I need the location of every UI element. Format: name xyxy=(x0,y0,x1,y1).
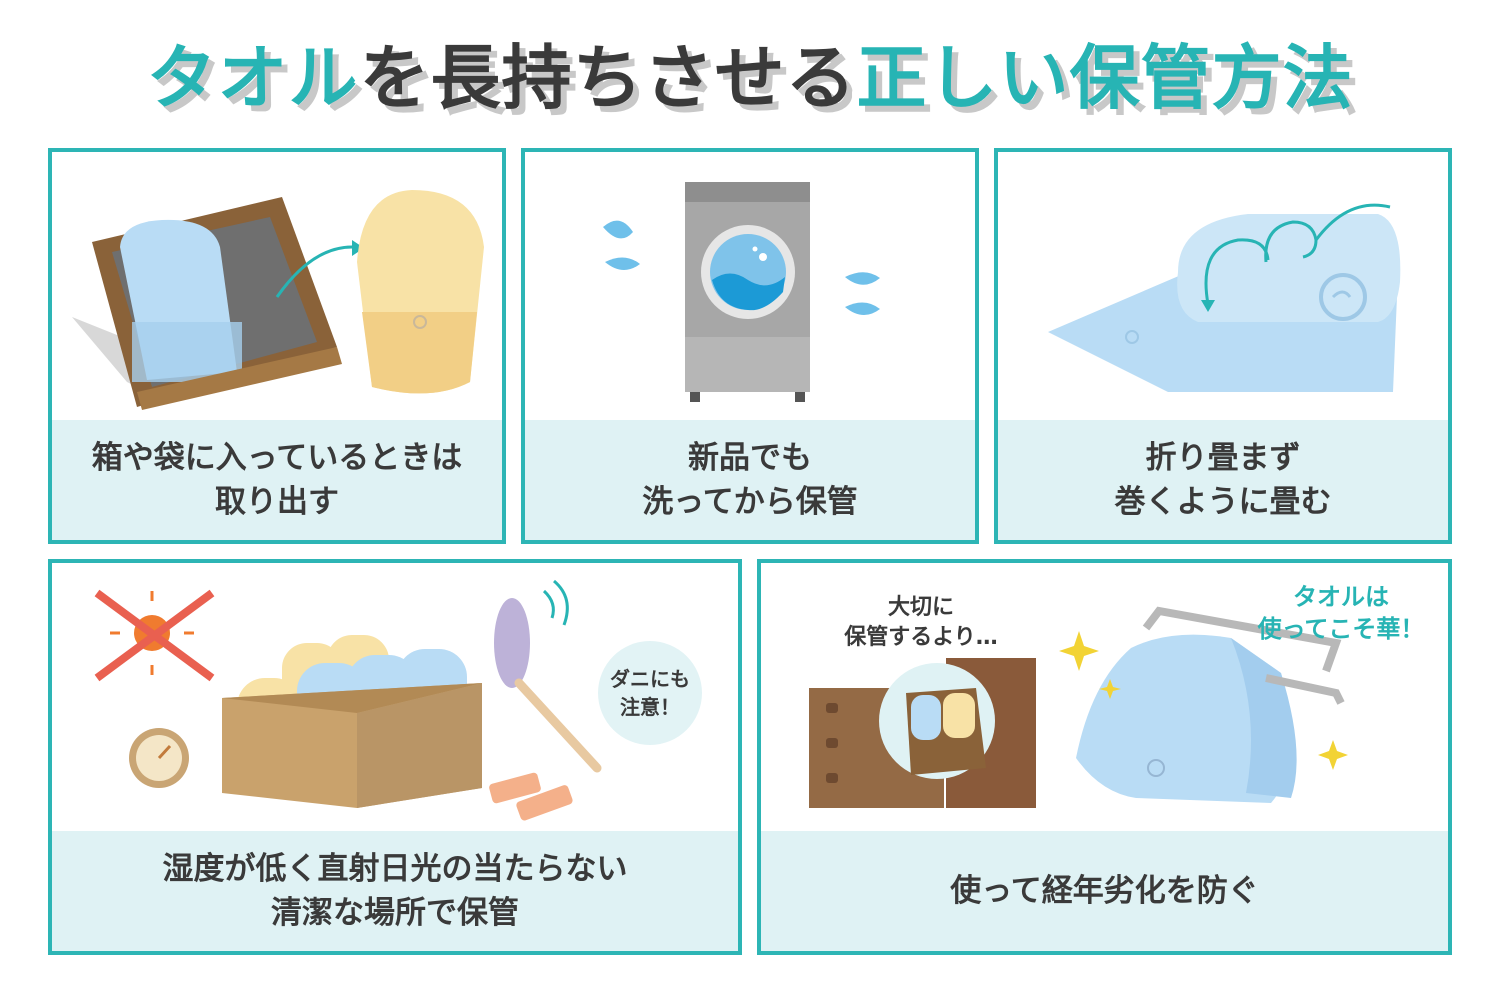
storage-conditions-illustration xyxy=(94,579,602,821)
caption-line: 箱や袋に入っているときは xyxy=(91,440,463,476)
page-title: タオルを長持ちさせる正しい保管方法 xyxy=(0,28,1500,128)
caption-line: 新品でも xyxy=(688,440,812,476)
caption-line: 使って経年劣化を防ぐ xyxy=(950,873,1259,909)
note-towel-flower: タオルは 使ってこそ華！ xyxy=(1241,581,1441,645)
note-store-carefully: 大切に 保管するより… xyxy=(821,593,1021,653)
caption-line: 清潔な場所で保管 xyxy=(271,895,519,931)
panel-5-caption: 使って経年劣化を防ぐ xyxy=(761,831,1448,951)
mites-warning-bubble: ダニにも 注意！ xyxy=(598,641,702,745)
title-part-3: 正しい保管方法 xyxy=(850,30,1360,126)
caption-line: 洗ってから保管 xyxy=(642,484,858,520)
towel-on-rack-illustration xyxy=(809,606,1348,808)
note-line: 使ってこそ華！ xyxy=(1257,615,1425,643)
caption-line: 巻くように畳む xyxy=(1114,484,1332,520)
panel-wash-before-storing: 新品でも 洗ってから保管 xyxy=(521,148,979,544)
note-line: 大切に xyxy=(887,595,954,620)
title-part-1: タオル xyxy=(140,30,366,126)
bubble-line: ダニにも xyxy=(610,667,690,691)
panel-3-caption: 折り畳まず 巻くように畳む xyxy=(998,420,1448,540)
panel-1-caption: 箱や袋に入っているときは 取り出す xyxy=(52,420,502,540)
panel-2-caption: 新品でも 洗ってから保管 xyxy=(525,420,975,540)
panel-roll-instead-of-fold: 折り畳まず 巻くように畳む xyxy=(994,148,1452,544)
washing-machine-illustration xyxy=(603,182,880,402)
panel-use-to-prevent-aging: 大切に 保管するより… タオルは 使ってこそ華！ 使って経年劣化を防ぐ xyxy=(757,559,1452,955)
panel-4-caption: 湿度が低く直射日光の当たらない 清潔な場所で保管 xyxy=(52,831,738,951)
panel-remove-from-box: 箱や袋に入っているときは 取り出す xyxy=(48,148,506,544)
bubble-line: 注意！ xyxy=(620,695,680,719)
panel-dry-clean-place: ダニにも 注意！ 湿度が低く直射日光の当たらない 清潔な場所で保管 xyxy=(48,559,742,955)
caption-line: 折り畳まず xyxy=(1145,440,1301,476)
note-line: 保管するより… xyxy=(844,625,998,650)
title-part-2: を長持ちさせる xyxy=(353,30,863,126)
caption-line: 取り出す xyxy=(215,484,339,520)
rolled-towel-illustration xyxy=(1048,203,1401,392)
towel-in-box-illustration xyxy=(72,190,484,410)
note-line: タオルは xyxy=(1293,583,1389,611)
caption-line: 湿度が低く直射日光の当たらない xyxy=(162,851,628,887)
